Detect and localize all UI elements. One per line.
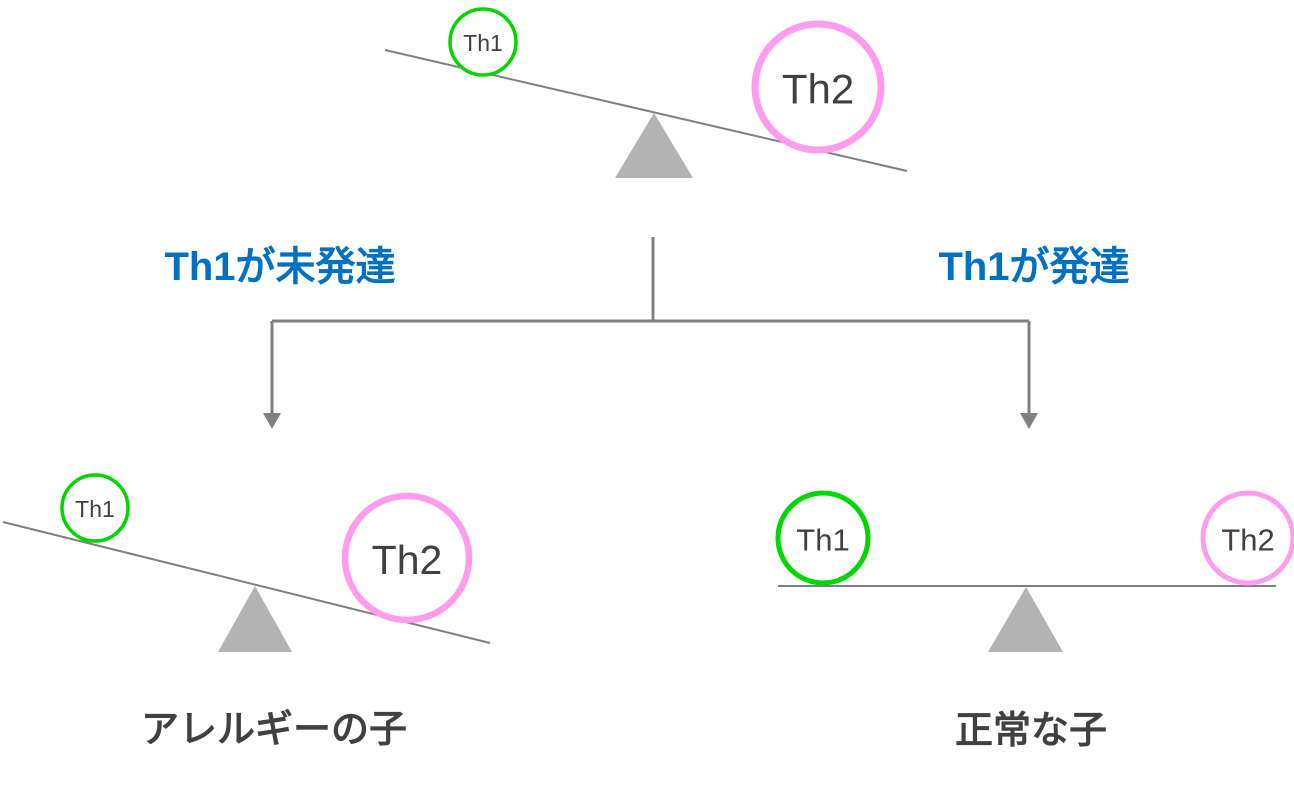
top-th1-circle-icon	[448, 7, 518, 77]
top-th2-label: Th2	[782, 66, 854, 113]
left-balance-fulcrum-icon	[218, 586, 292, 652]
right-balance: Th1 Th2	[775, 490, 1294, 652]
top-th1-label: Th1	[463, 30, 503, 56]
right-th1-label: Th1	[796, 523, 849, 558]
right-th2-label: Th2	[1221, 523, 1274, 558]
left-th1-circle-icon	[60, 473, 130, 543]
left-branch-label: Th1が未発達	[164, 245, 395, 289]
branch-connector	[263, 237, 1038, 429]
left-th1-label: Th1	[75, 496, 115, 522]
right-arrowhead-icon	[1020, 413, 1038, 429]
top-balance-fulcrum-icon	[615, 113, 693, 178]
left-balance: Th1 Th2	[2, 473, 491, 652]
left-balance-caption: アレルギーの子	[141, 709, 407, 751]
right-th1-circle-icon	[775, 490, 871, 586]
left-th2-label: Th2	[372, 537, 443, 583]
top-th2-circle-icon	[751, 20, 885, 154]
right-balance-caption: 正常な子	[955, 710, 1107, 752]
top-balance: Th1 Th2	[384, 7, 908, 178]
right-th2-circle-icon	[1200, 490, 1294, 586]
left-th2-circle-icon	[341, 492, 473, 624]
right-balance-fulcrum-icon	[988, 587, 1063, 652]
right-branch-label: Th1が発達	[938, 245, 1129, 289]
left-arrowhead-icon	[263, 413, 281, 429]
